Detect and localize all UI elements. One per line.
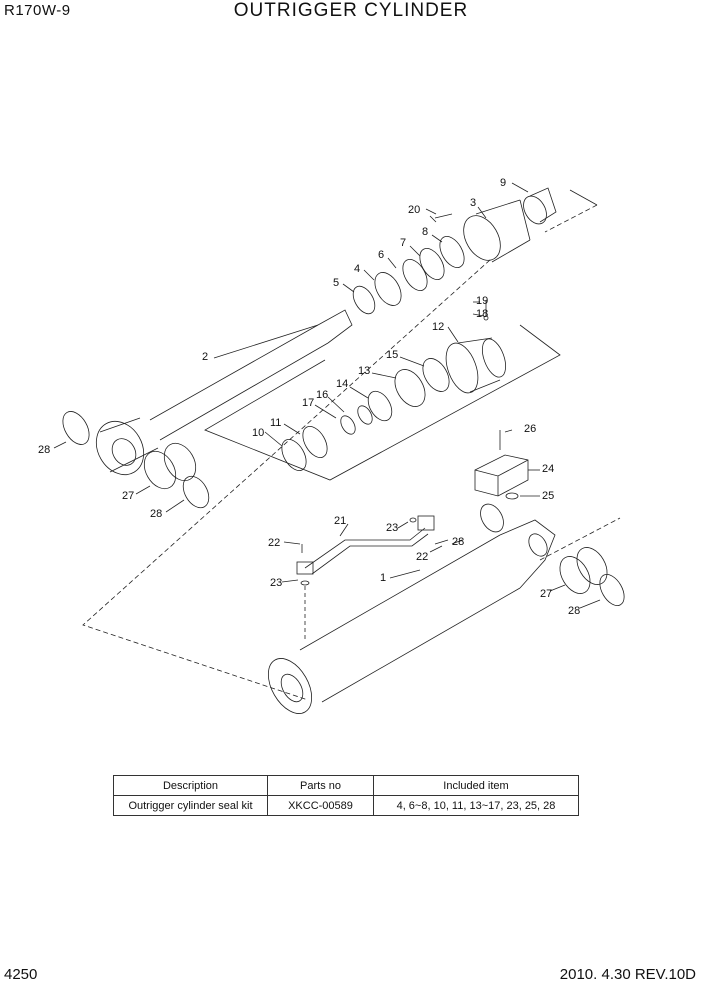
callout-23-a: 23 (270, 577, 282, 589)
cylinder-tube-1 (267, 519, 556, 714)
seal-13 (394, 369, 426, 407)
bolt-20 (429, 213, 453, 223)
bushing-27-left (143, 442, 197, 490)
piston-rod (95, 309, 353, 476)
callout-1: 1 (380, 572, 386, 584)
seal-8 (439, 236, 465, 268)
callout-13: 13 (358, 365, 370, 377)
page-title: OUTRIGGER CYLINDER (233, 0, 469, 21)
callout-15: 15 (386, 349, 398, 361)
model-code: R170W-9 (4, 2, 71, 19)
callout-24: 24 (542, 463, 554, 475)
callout-9: 9 (500, 177, 506, 189)
seal-11 (302, 426, 328, 458)
seal-ring-28-right (599, 574, 625, 606)
ball-18 (483, 315, 489, 321)
oring-23-left (300, 580, 310, 586)
callout-7: 7 (400, 237, 406, 249)
seal-ring-28-left (62, 411, 90, 445)
callout-28-c: 28 (452, 536, 464, 548)
seal-17 (340, 415, 356, 435)
date-revision: 2010. 4.30 REV.10D (559, 966, 696, 983)
callout-3: 3 (470, 197, 476, 209)
callout-28-b: 28 (150, 508, 162, 520)
cell-description: Outrigger cylinder seal kit (113, 795, 268, 816)
cell-parts-no: XKCC-00589 (267, 795, 374, 816)
col-header-parts-no: Parts no (267, 775, 374, 796)
assembly-boundary-line (82, 204, 621, 701)
boundary-upper (569, 189, 598, 206)
callout-20: 20 (408, 204, 420, 216)
bushing-9 (523, 187, 557, 225)
callout-21: 21 (334, 515, 346, 527)
seal-6 (402, 259, 428, 291)
table-header-row: Description Parts no Included item (113, 775, 579, 796)
callout-19: 19 (476, 295, 488, 307)
table-row: Outrigger cylinder seal kit XKCC-00589 4… (113, 795, 579, 816)
callout-23-b: 23 (386, 522, 398, 534)
callout-28-d: 28 (568, 605, 580, 617)
col-header-description: Description (113, 775, 268, 796)
callout-28-a: 28 (38, 444, 50, 456)
seal-5 (352, 285, 376, 315)
callout-18: 18 (476, 308, 488, 320)
seal-10 (281, 439, 307, 471)
bushing-27-right (559, 547, 608, 594)
seal-14 (367, 390, 393, 422)
callout-11: 11 (270, 417, 281, 429)
piston-group-boundary (204, 324, 561, 481)
seal-kit-table: Description Parts no Included item Outri… (113, 775, 579, 816)
callout-26: 26 (524, 423, 536, 435)
callout-12: 12 (432, 321, 444, 333)
bolt-22-right (434, 539, 449, 545)
oring-23-right (409, 517, 417, 523)
callout-2: 2 (202, 351, 208, 363)
callout-27-b: 27 (540, 588, 552, 600)
pipe-flange-left (296, 561, 314, 575)
seal-4 (374, 272, 402, 306)
piston-12 (445, 337, 507, 394)
col-header-included-item: Included item (373, 775, 579, 796)
oring-25 (505, 492, 519, 500)
seal-15 (422, 358, 450, 392)
callout-14: 14 (336, 378, 348, 390)
seal-ring-28-mid (480, 503, 504, 533)
callout-17: 17 (302, 397, 314, 409)
pipe-flange-right (417, 515, 435, 531)
callout-5: 5 (333, 277, 339, 289)
callout-4: 4 (354, 263, 360, 275)
seal-16 (357, 405, 373, 425)
valve-block-24 (474, 454, 529, 497)
cell-included-item: 4, 6~8, 10, 11, 13~17, 23, 25, 28 (373, 795, 579, 816)
seal-ring-28-lower (182, 475, 210, 509)
callout-27-a: 27 (122, 490, 134, 502)
callout-25: 25 (542, 490, 554, 502)
callout-10: 10 (252, 427, 264, 439)
rod-cover-3 (463, 199, 531, 263)
callout-22-b: 22 (416, 551, 428, 563)
page-number: 4250 (4, 966, 38, 983)
callout-22-a: 22 (268, 537, 280, 549)
seal-7 (419, 248, 445, 280)
callout-6: 6 (378, 249, 384, 261)
callout-16: 16 (316, 389, 328, 401)
pipe-21 (304, 527, 429, 575)
callout-8: 8 (422, 226, 428, 238)
